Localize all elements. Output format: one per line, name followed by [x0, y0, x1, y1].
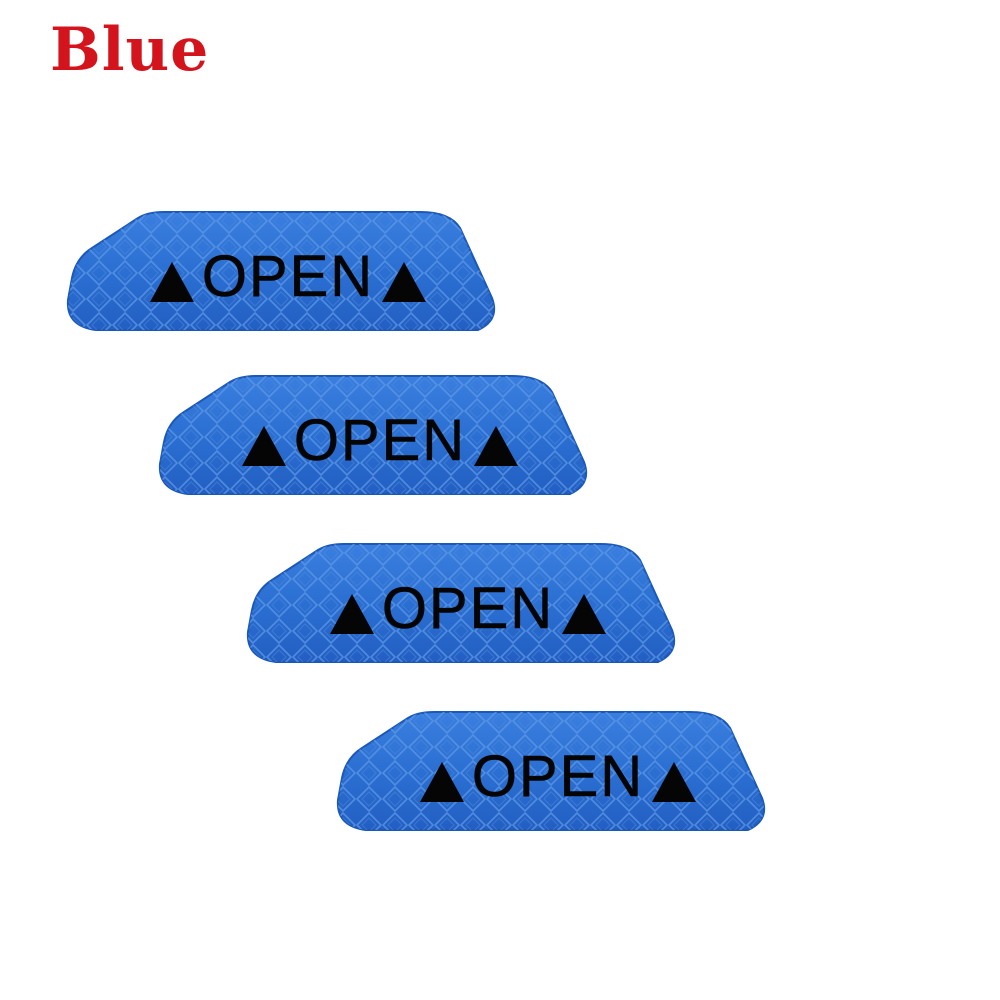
color-title: Blue [50, 15, 210, 85]
sticker-label: OPEN [248, 574, 688, 644]
open-text: OPEN [293, 408, 467, 473]
reflective-sticker: OPEN [152, 372, 592, 502]
open-text: OPEN [471, 744, 645, 809]
open-text: OPEN [381, 576, 555, 641]
warning-triangle-icon [474, 426, 519, 466]
warning-triangle-icon [562, 594, 607, 634]
warning-triangle-icon [329, 594, 374, 634]
sticker-label: OPEN [160, 406, 600, 476]
warning-triangle-icon [241, 426, 286, 466]
sticker-label: OPEN [68, 242, 508, 312]
sticker-label: OPEN [338, 742, 778, 812]
reflective-sticker: OPEN [330, 708, 770, 838]
open-text: OPEN [201, 244, 375, 309]
warning-triangle-icon [149, 262, 194, 302]
reflective-sticker: OPEN [240, 540, 680, 670]
warning-triangle-icon [652, 762, 697, 802]
reflective-sticker: OPEN [60, 208, 500, 338]
warning-triangle-icon [419, 762, 464, 802]
warning-triangle-icon [382, 262, 427, 302]
